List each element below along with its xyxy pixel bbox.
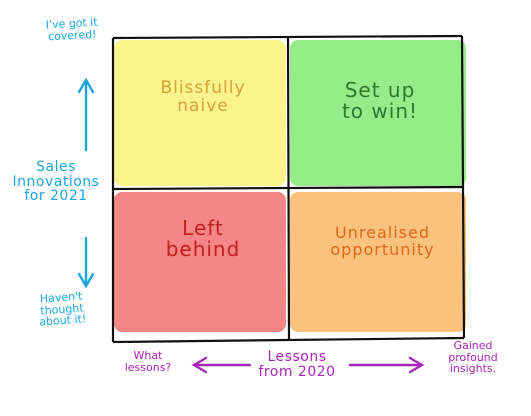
y-axis-title: Sales Innovations for 2021 — [12, 159, 100, 205]
y-axis-bottom-label: Haven't thought about it! — [38, 289, 87, 329]
grid-center-horizontal — [112, 185, 464, 191]
quadrant-top-right-label: Set up to win! — [341, 78, 419, 123]
x-axis-title: Lessons from 2020 — [258, 349, 336, 380]
quadrant-bottom-right-fill — [290, 192, 466, 332]
x-axis-right-label: Gained profound insights. — [448, 339, 498, 376]
y-axis-down-arrow — [77, 236, 95, 289]
x-axis-left-label: What lessons? — [124, 349, 172, 374]
quadrant-top-left-fill — [114, 40, 286, 186]
y-axis-top-label: I've got it covered! — [45, 15, 98, 43]
x-axis-right-arrow — [348, 356, 425, 374]
quadrant-bottom-left-fill — [114, 192, 286, 332]
quadrant-top-left-label: Blissfully naive — [160, 78, 246, 116]
x-axis-left-arrow — [191, 356, 252, 374]
quadrant-bottom-left-label: Left behind — [165, 216, 241, 261]
quadrant-bottom-right-label: Unrealised opportunity — [330, 223, 435, 259]
y-axis-up-arrow — [77, 77, 95, 152]
quadrant-top-right-fill — [290, 40, 466, 186]
